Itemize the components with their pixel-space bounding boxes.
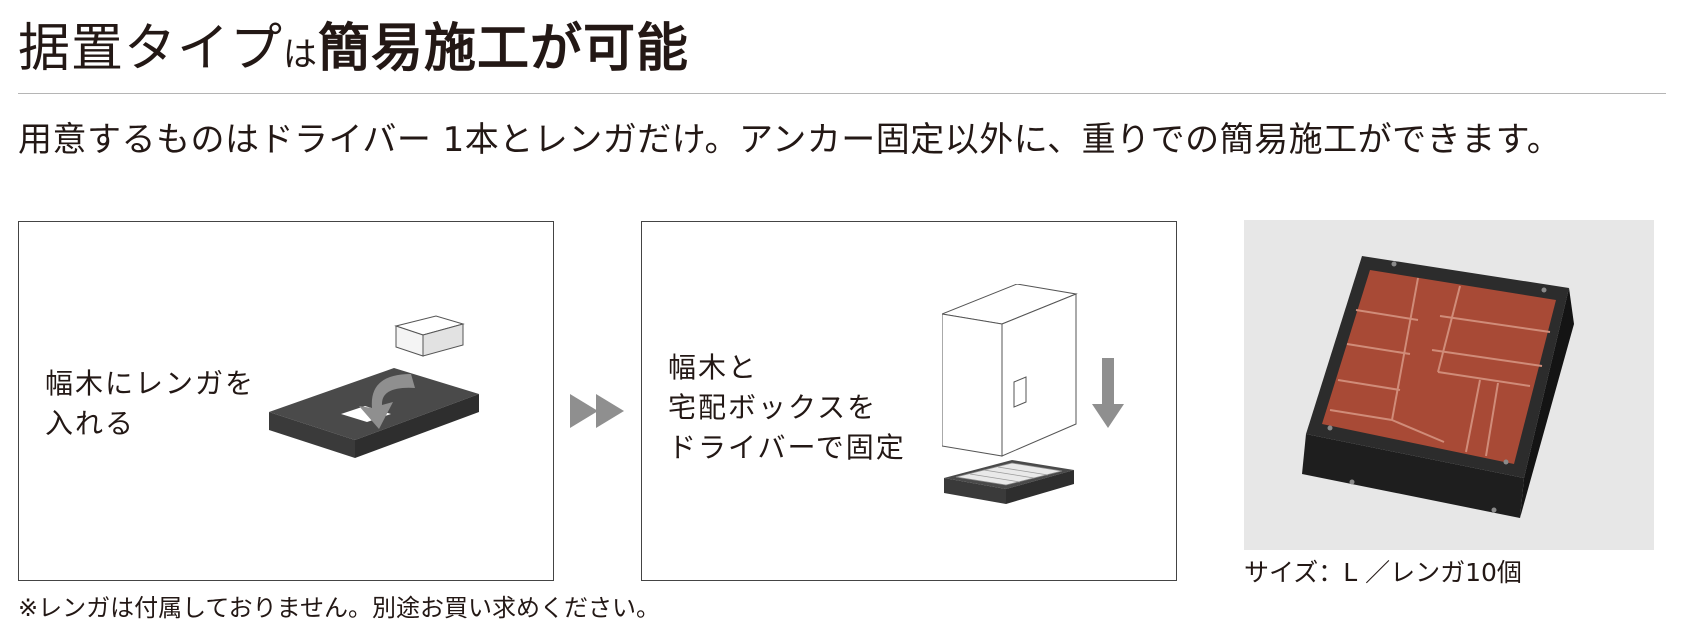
title-part-1: 据置タイプ [18, 19, 284, 79]
step-2-panel: 幅木と 宅配ボックスを ドライバーで固定 [641, 221, 1177, 581]
step-2-text: 幅木と 宅配ボックスを ドライバーで固定 [668, 348, 906, 468]
delivery-box-front [942, 313, 1003, 457]
title-part-2: 簡易施工が可能 [318, 19, 690, 79]
footnote: ※レンガは付属しておりません。別途お買い求めください。 [18, 594, 660, 622]
title-divider [18, 93, 1666, 94]
lead-text: 用意するものはドライバー 1本とレンガだけ。アンカー固定以外に、重りでの簡易施工… [18, 120, 1562, 160]
next-step-arrows [570, 394, 624, 428]
title-particle: は [283, 35, 319, 75]
box-mount-illustration [942, 284, 1124, 504]
step-2-line-2: 宅配ボックスを [668, 391, 878, 424]
step-1-line-1: 幅木にレンガを [45, 367, 256, 400]
brick-base-image [1302, 256, 1574, 518]
step-2-line-3: ドライバーで固定 [668, 431, 906, 464]
delivery-box-side [1001, 293, 1077, 457]
step-1-line-2: 入れる [45, 407, 136, 440]
photo-caption: サイズ：L ／レンガ10個 [1244, 558, 1522, 587]
arrow-head-1 [570, 394, 598, 428]
insert-arrow [359, 374, 415, 429]
frame-right-wall [1520, 288, 1574, 518]
base-frame-side-right [355, 394, 479, 458]
step-1-text: 幅木にレンガを 入れる [45, 364, 255, 444]
base-front [944, 478, 1006, 504]
page-title: 据置タイプは簡易施工が可能 [18, 18, 689, 86]
base-frame-side-left [269, 412, 355, 458]
frame-front-wall [1302, 434, 1524, 518]
step-1-panel: 幅木にレンガを 入れる [18, 221, 554, 581]
arrow-head-2 [596, 394, 624, 428]
brick-side [422, 323, 464, 357]
brick-insert-illustration [269, 315, 479, 458]
brick-base-photo [1244, 220, 1654, 550]
delivery-box-handle-icon [1013, 376, 1027, 408]
base-side [1006, 470, 1074, 504]
down-arrow [1092, 358, 1124, 428]
step-2-line-1: 幅木と [668, 351, 759, 384]
